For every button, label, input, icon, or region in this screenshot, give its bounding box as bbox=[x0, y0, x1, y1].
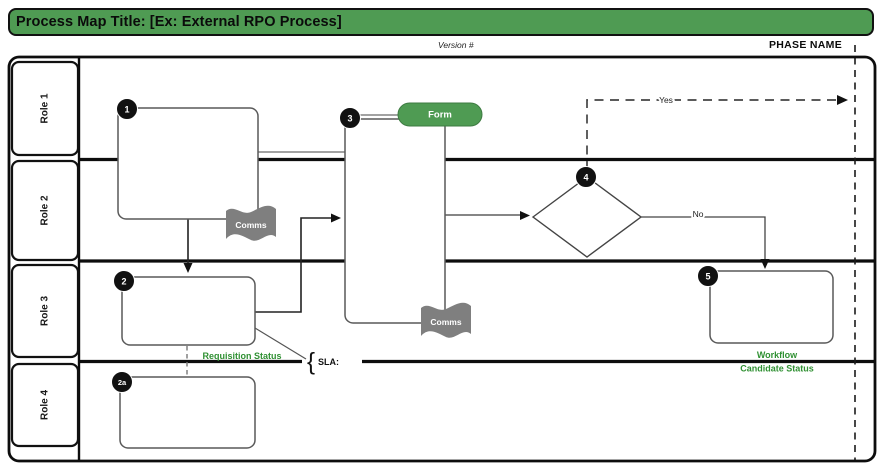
connector-box3-to-decision bbox=[445, 211, 530, 220]
arrowhead-down bbox=[760, 259, 770, 269]
decision-diamond[interactable] bbox=[531, 176, 643, 258]
process-box-2[interactable] bbox=[121, 276, 256, 346]
connector-box2-to-box3 bbox=[255, 213, 341, 313]
lane-label-role-3: Role 3 bbox=[40, 296, 51, 326]
flag-icon bbox=[421, 302, 471, 338]
step-badge-5[interactable]: 5 bbox=[697, 265, 719, 287]
meta-row: Version # PHASE NAME bbox=[8, 37, 874, 56]
form-pill[interactable]: Form bbox=[397, 102, 483, 127]
lane-label-role-2: Role 2 bbox=[40, 195, 51, 225]
arrowhead-down bbox=[183, 263, 193, 273]
arrowhead-right bbox=[331, 213, 341, 223]
step-badge-1-label: 1 bbox=[124, 105, 129, 115]
sla-bracket: { bbox=[307, 349, 315, 376]
flag-icon bbox=[226, 205, 276, 241]
arrowhead-right bbox=[520, 211, 530, 220]
step-badge-4[interactable]: 4 bbox=[575, 166, 597, 188]
process-box-5[interactable] bbox=[709, 270, 834, 344]
sla-label: SLA: bbox=[318, 357, 339, 367]
lane-label-role-4: Role 4 bbox=[40, 390, 51, 420]
step-badge-2[interactable]: 2 bbox=[113, 270, 135, 292]
comms-flag-1[interactable]: Comms bbox=[226, 205, 276, 241]
version-label: Version # bbox=[438, 40, 474, 50]
no-label: No bbox=[693, 209, 704, 219]
step-badge-3-label: 3 bbox=[347, 114, 352, 124]
arrowhead-right bbox=[837, 95, 848, 105]
lane-header-role-2[interactable] bbox=[10, 159, 80, 262]
process-map-title: Process Map Title: [Ex: External RPO Pro… bbox=[16, 14, 342, 30]
step-badge-4-label: 4 bbox=[583, 173, 588, 183]
step-badge-2a[interactable]: 2a bbox=[111, 371, 133, 393]
connector-yes-path bbox=[586, 95, 848, 170]
comms-flag-1-label: Comms bbox=[235, 220, 266, 230]
comms-flag-2[interactable]: Comms bbox=[421, 302, 471, 338]
step-badge-5-label: 5 bbox=[705, 272, 710, 282]
lane-header-role-3[interactable] bbox=[10, 263, 80, 359]
lane-label-role-1: Role 1 bbox=[40, 93, 51, 123]
yes-label: Yes bbox=[659, 95, 673, 105]
comms-flag-2-label: Comms bbox=[430, 317, 461, 327]
form-pill-label: Form bbox=[428, 110, 452, 121]
candidate-status-label: Candidate Status bbox=[740, 364, 814, 374]
step-badge-3[interactable]: 3 bbox=[339, 107, 361, 129]
title-bar: Process Map Title: [Ex: External RPO Pro… bbox=[8, 8, 874, 36]
step-badges: 1 2 2a 3 4 5 bbox=[111, 98, 719, 393]
role-column: Role 1 Role 2 Role 3 Role 4 bbox=[10, 60, 80, 448]
process-box-2a[interactable] bbox=[119, 376, 256, 449]
step-badge-2a-label: 2a bbox=[118, 378, 127, 387]
process-box-1[interactable] bbox=[117, 107, 259, 220]
phase-name-label: PHASE NAME bbox=[768, 39, 842, 51]
connectors bbox=[183, 95, 848, 376]
step-badge-1[interactable]: 1 bbox=[116, 98, 138, 120]
workflow-label: Workflow bbox=[757, 350, 798, 360]
connector-box2-to-sla bbox=[254, 327, 307, 360]
lane-header-role-1[interactable] bbox=[10, 60, 80, 157]
process-box-3[interactable] bbox=[344, 118, 446, 324]
diagram-frame bbox=[7, 55, 877, 463]
step-badge-2-label: 2 bbox=[121, 277, 126, 287]
connector-box1-to-box2 bbox=[183, 219, 193, 273]
connector-no-path bbox=[641, 216, 770, 269]
lane-header-role-4[interactable] bbox=[10, 362, 80, 448]
requisition-status-label: Requisition Status bbox=[202, 351, 281, 361]
